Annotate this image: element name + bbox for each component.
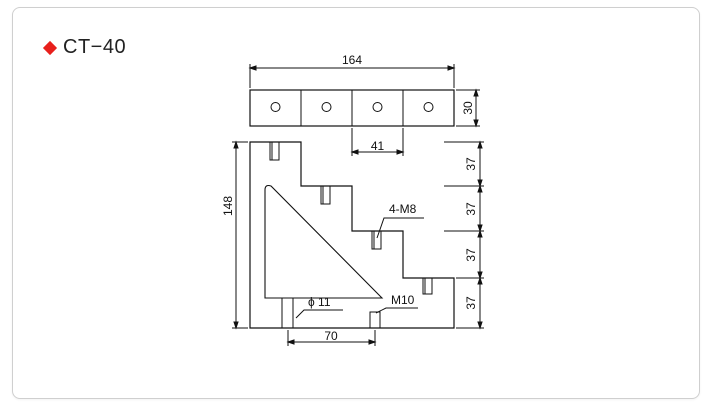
- triangular-pocket: [264, 184, 384, 299]
- callout-bore: ϕ 11: [308, 295, 331, 309]
- side-view: [249, 141, 455, 329]
- callout-bottom-thread: M10: [391, 293, 415, 307]
- dim-label-step-4: 37: [464, 296, 478, 310]
- dimension-top-width: [248, 64, 456, 88]
- dim-label-top-width: 164: [342, 53, 362, 67]
- dim-label-step-3: 37: [464, 248, 478, 262]
- dim-label-step-1: 37: [464, 157, 478, 171]
- mounting-hole: [372, 102, 383, 112]
- content-card: [12, 7, 700, 399]
- top-view: [249, 89, 455, 127]
- dim-label-top-height: 30: [461, 101, 475, 115]
- dimension-steps: [444, 140, 484, 330]
- product-title: CT−40: [42, 36, 127, 59]
- callout-tapped-holes: 4-M8: [389, 202, 417, 216]
- tapped-hole-m8: [269, 141, 280, 161]
- callout-leaders: [295, 217, 424, 319]
- mounting-hole: [423, 102, 434, 112]
- mounting-hole: [321, 102, 332, 112]
- dim-label-hole-pitch: 41: [371, 139, 385, 153]
- dim-label-step-2: 37: [464, 202, 478, 216]
- dim-label-bottom-width: 70: [324, 329, 338, 343]
- mounting-hole: [270, 102, 281, 112]
- dimension-top-height: [456, 88, 480, 128]
- tapped-hole-m8: [320, 185, 331, 205]
- product-code: CT−40: [63, 36, 127, 58]
- dimension-total-height: [232, 140, 248, 330]
- dimension-bottom-width: [286, 330, 377, 346]
- dimension-hole-pitch: [350, 128, 405, 156]
- dim-label-total-height: 148: [221, 196, 235, 216]
- tapped-hole-m8: [371, 230, 382, 250]
- bottom-thread-m10: [369, 311, 381, 329]
- stepped-bracket-outline: [249, 141, 455, 329]
- tapped-hole-m8: [422, 277, 433, 295]
